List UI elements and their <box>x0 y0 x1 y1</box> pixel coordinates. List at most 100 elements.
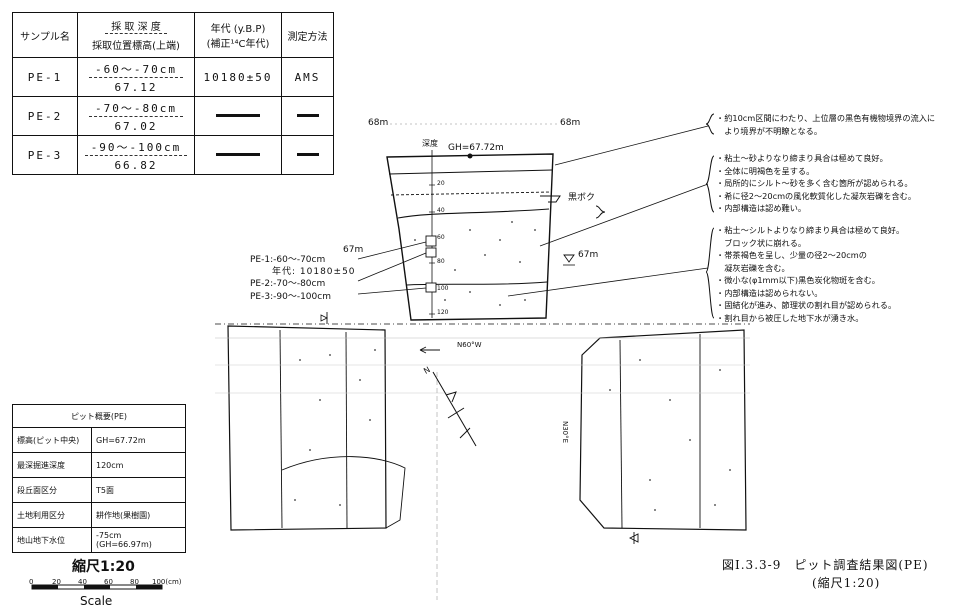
depth-tick-label: 60 <box>437 234 445 241</box>
depth-tick-label: 80 <box>437 258 445 265</box>
note3-brace <box>705 227 715 319</box>
note-line: ・微小な(φ1mm以下)黒色炭化物斑を含む。 <box>716 275 880 285</box>
header-age-top: 年代 (y.B.P) <box>210 24 266 35</box>
note-line: ・内部構造は認め難い。 <box>716 203 807 213</box>
pe1-label: PE-1:-60～-70cm <box>250 255 326 265</box>
depth-tick-label: 20 <box>437 180 445 187</box>
note-line: ・希に径2～20cmの風化軟質化した凝灰岩礫を含む。 <box>716 190 917 201</box>
note-group-1: ・約10cm区間にわたり、上位層の黒色有機物境界の流入に より境界が不明瞭となる… <box>716 112 935 137</box>
table-row: 標高(ピット中央)GH=67.72m <box>12 427 186 453</box>
pit-value: -75cm(GH=66.97m) <box>91 527 186 553</box>
note-line: ・粘土～砂よりなり締まり具合は極めて良好。 <box>716 153 888 163</box>
kuroboku-brace <box>595 205 606 219</box>
water-level-icon <box>563 254 575 263</box>
plan-left-block <box>227 325 387 531</box>
figure-scale-caption: (縮尺1:20) <box>812 576 881 590</box>
note-line: 凝灰岩礫を含む。 <box>716 262 790 273</box>
pe1-leader <box>357 241 427 260</box>
note-line: ・帯茶褐色を呈し、少量の径2～20cmの <box>716 250 867 260</box>
kuroboku-label: 黒ボク <box>568 193 596 203</box>
scale-bar <box>31 584 163 590</box>
note-line: ・全体に明褐色を呈する。 <box>716 165 815 176</box>
pit-water-level: -75cm <box>96 531 122 540</box>
note-line: ・局所的にシルト～砂を多く含む箇所が認められる。 <box>716 178 913 188</box>
contour-67m-label: 67m <box>343 245 364 255</box>
sample-method: AMS <box>281 57 334 97</box>
header-depth-top: 採 取 深 度 <box>105 18 167 34</box>
sample-depth: -90～-100cm <box>84 139 188 156</box>
section-stipple <box>414 221 536 306</box>
depth-tick-label: 120 <box>437 309 449 316</box>
table-row: 地山地下水位-75cm(GH=66.97m) <box>12 527 186 553</box>
section-mark-bottom <box>628 532 639 544</box>
note2-brace <box>705 155 715 213</box>
scale-title: 縮尺1:20 <box>72 559 135 575</box>
pit-summary-title: ピット概要(PE) <box>12 404 186 428</box>
note1-brace <box>705 113 715 135</box>
note2-leader <box>539 183 709 247</box>
n60w-label: N60°W <box>457 341 482 349</box>
north-arrow <box>432 371 477 447</box>
note-line: ・割れ目から被圧した地下水が湧き水。 <box>716 312 864 323</box>
scale-tick: 100(cm) <box>152 578 182 586</box>
note-line: ・固結化が進み、節理状の割れ目が認められる。 <box>716 300 897 310</box>
header-age: 年代 (y.B.P) (補正¹⁴C年代) <box>194 12 282 58</box>
empty-method-bar <box>296 114 319 117</box>
section-outline <box>386 153 554 321</box>
note3-leader <box>507 267 709 297</box>
empty-age-bar <box>216 114 260 117</box>
water-67m-label: 67m <box>578 250 599 260</box>
pe2-sample-box <box>425 247 437 258</box>
section-mark-left <box>320 314 328 322</box>
scale-tick: 60 <box>104 578 113 586</box>
pe2-leader <box>357 252 427 282</box>
pe1-age-label: 年代: 10180±50 <box>272 267 356 277</box>
empty-method-bar <box>296 153 319 156</box>
note-group-2: ・粘土～砂よりなり締まり具合は極めて良好。 ・全体に明褐色を呈する。 ・局所的に… <box>716 152 916 215</box>
sample-name: PE-1 <box>12 57 78 97</box>
sample-elevation: 67.12 <box>114 80 158 94</box>
sample-depth: -70～-80cm <box>89 100 183 117</box>
pe1-sample-box <box>425 235 437 247</box>
n30e-label: N30°E <box>561 420 570 444</box>
note-line: ・内部構造は認められない。 <box>716 287 823 298</box>
layer-boundary-kuroboku <box>390 191 552 196</box>
pe3-sample-box <box>425 282 437 293</box>
gh-label: GH=67.72m <box>448 143 504 153</box>
scale-tick: 20 <box>52 578 61 586</box>
depth-tick-label: 100 <box>437 285 449 292</box>
note1-leader <box>554 125 709 166</box>
figure-caption: 図I.3.3-9 ピット調査結果図(PE) <box>722 558 929 572</box>
pe3-label: PE-3:-90～-100cm <box>250 292 331 302</box>
header-age-bottom: (補正¹⁴C年代) <box>206 39 270 50</box>
pit-label: 最深掘進深度 <box>12 452 92 478</box>
empty-age-bar <box>216 153 260 156</box>
table-row: 土地利用区分耕作地(果樹園) <box>12 502 186 528</box>
scale-tick: 0 <box>29 578 34 586</box>
scale-tick: 80 <box>130 578 139 586</box>
sample-table-header: サンプル名 採 取 深 度 採取位置標高(上端) 年代 (y.B.P) (補正¹… <box>12 12 334 58</box>
layer-boundary-topsoil <box>388 169 553 175</box>
sample-elevation: 67.02 <box>114 119 158 133</box>
depth-label: 深度 <box>422 139 438 148</box>
pit-water-elevation: (GH=66.97m) <box>96 540 152 549</box>
note-line: ブロック状に崩れる。 <box>716 237 807 248</box>
sample-depth: -60～-70cm <box>89 61 183 78</box>
plan-stipple <box>294 349 731 511</box>
pit-label: 段丘面区分 <box>12 477 92 503</box>
layer-boundary-clay-bottom <box>405 281 548 286</box>
sample-name: PE-3 <box>12 135 78 175</box>
note-line: ・粘土～シルトよりなり締まり具合は極めて良好。 <box>716 225 905 235</box>
scale-label: Scale <box>80 594 113 608</box>
sample-table: サンプル名 採 取 深 度 採取位置標高(上端) 年代 (y.B.P) (補正¹… <box>12 12 334 175</box>
contour-68m-left: 68m <box>368 118 389 128</box>
depth-tick-label: 40 <box>437 207 445 214</box>
layer-boundary-clay-top <box>397 208 550 219</box>
gh-marker <box>467 153 473 159</box>
note-line: ・約10cm区間にわたり、上位層の黒色有機物境界の流入に <box>716 113 936 123</box>
